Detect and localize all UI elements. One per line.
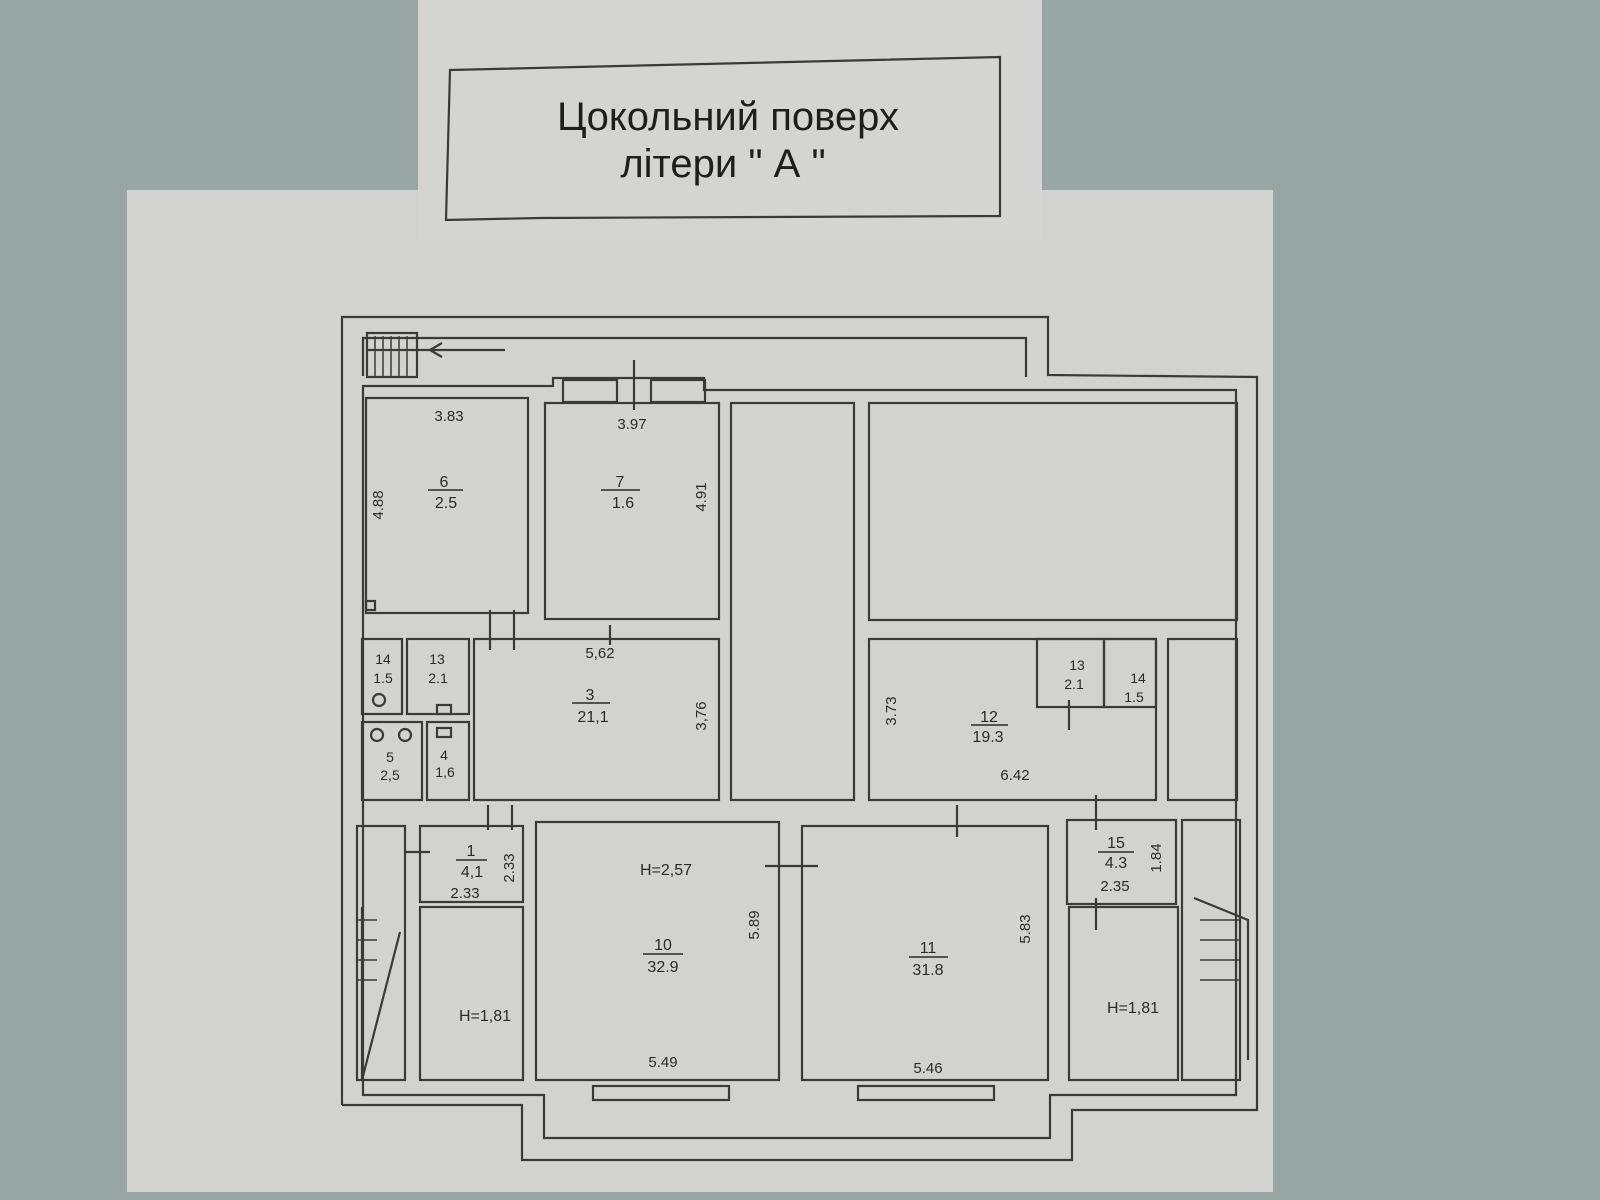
dim-room-3-width: 5,62 — [585, 645, 614, 662]
dim-room-12-width: 6.42 — [1000, 767, 1029, 784]
room-left-storage — [418, 905, 525, 1082]
dim-room-11-height: 5.83 — [1017, 914, 1034, 943]
title-line-2: літери " А " — [620, 142, 825, 186]
stair-treads — [357, 336, 1240, 981]
dim-room-1-width: 2.33 — [450, 885, 479, 902]
right-stair — [1180, 818, 1242, 1082]
title-paper — [418, 0, 1042, 240]
room-11-area: 31.8 — [912, 962, 943, 979]
room-7-number: 14 — [375, 651, 391, 667]
corridor — [729, 401, 856, 802]
room-5-area: 2,5 — [380, 767, 400, 783]
dim-room-10-height: 5.89 — [746, 910, 763, 939]
dim-room-10-width: 5.49 — [648, 1054, 677, 1071]
toilet-5b — [397, 727, 413, 743]
room-13-number: 13 — [1069, 657, 1085, 673]
room-6-area: 2.1 — [428, 670, 448, 686]
room-11-number: 11 — [920, 940, 937, 957]
window-bottom-right — [856, 1084, 996, 1102]
room-8-area: 2.5 — [435, 495, 457, 512]
toilet-7 — [371, 692, 387, 708]
room-8 — [364, 396, 530, 615]
room-6-number: 13 — [429, 651, 445, 667]
room-5-number: 5 — [386, 749, 394, 765]
room-14-number: 14 — [1130, 670, 1146, 686]
left-stair-flight — [360, 907, 402, 1081]
right-stair-flight — [1193, 896, 1250, 1060]
room-10-area: 32.9 — [647, 959, 678, 976]
room-1 — [418, 824, 525, 904]
dim-room-9-width: 3.97 — [617, 416, 646, 433]
dim-room-15-height: 1.84 — [1148, 843, 1165, 872]
room-8-number: 6 — [440, 474, 449, 491]
dim-room-1-height: 2.33 — [501, 853, 518, 882]
room-1-number: 1 — [467, 843, 476, 860]
room-7 — [360, 637, 404, 716]
left-stair — [355, 824, 407, 1082]
outer-wall — [340, 315, 1259, 1162]
room-14 — [1102, 637, 1158, 709]
room-15-area: 4.3 — [1105, 855, 1127, 872]
left-storage-ceiling-height: H=1,81 — [459, 1008, 511, 1025]
title-banner-frame — [444, 55, 1002, 222]
room-15 — [1065, 818, 1178, 906]
room-4 — [425, 720, 471, 802]
room-5 — [360, 720, 424, 802]
room-3 — [472, 637, 721, 802]
title-line-1: Цокольний поверх — [557, 95, 899, 139]
outer-wall-inner-top — [361, 336, 1028, 377]
window-bottom-left — [591, 1084, 731, 1102]
room-12-area: 19.3 — [972, 729, 1003, 746]
dim-room-3-height: 3,76 — [693, 701, 710, 730]
room-3-number: 3 — [586, 687, 595, 704]
dim-room-9-height: 4.91 — [693, 482, 710, 511]
dim-room-8-height: 4.88 — [370, 490, 387, 519]
room-12 — [867, 637, 1158, 802]
right-storage-ceiling-height: H=1,81 — [1107, 1000, 1159, 1017]
window-top-right — [649, 378, 707, 404]
room-right-narrow — [1166, 637, 1239, 802]
room-top-right — [867, 401, 1239, 622]
room-9-area: 1.6 — [612, 495, 634, 512]
plan-paper — [127, 190, 1273, 1192]
stair-arrow-head — [427, 342, 443, 358]
entrance-stair — [365, 331, 419, 379]
window-top-left — [561, 378, 619, 404]
room-12-number: 12 — [980, 709, 998, 726]
dim-room-12-height: 3.73 — [883, 696, 900, 725]
room-9 — [543, 401, 721, 621]
room-14-area: 1.5 — [1124, 689, 1144, 705]
room-10-number: 10 — [654, 937, 672, 954]
toilet-5a — [369, 727, 385, 743]
room-4-number: 4 — [440, 747, 448, 763]
dim-room-8-width: 3.83 — [434, 408, 463, 425]
room-right-storage — [1067, 905, 1180, 1082]
room-10-ceiling-height: H=2,57 — [640, 862, 692, 879]
room-11 — [800, 824, 1050, 1082]
room-15-number: 15 — [1107, 835, 1125, 852]
room-13 — [1035, 637, 1106, 709]
dim-room-11-width: 5.46 — [913, 1060, 942, 1077]
sink-6 — [435, 703, 453, 716]
room-4-area: 1,6 — [435, 764, 455, 780]
room-9-number: 7 — [616, 474, 625, 491]
room-8-column — [364, 599, 377, 612]
room-1-area: 4,1 — [461, 864, 483, 881]
dim-room-15-width: 2.35 — [1100, 878, 1129, 895]
room-7-area: 1.5 — [373, 670, 393, 686]
room-3-area: 21,1 — [577, 709, 608, 726]
room-13-area: 2.1 — [1064, 676, 1084, 692]
room-10 — [534, 820, 781, 1082]
sink-4 — [435, 726, 453, 739]
